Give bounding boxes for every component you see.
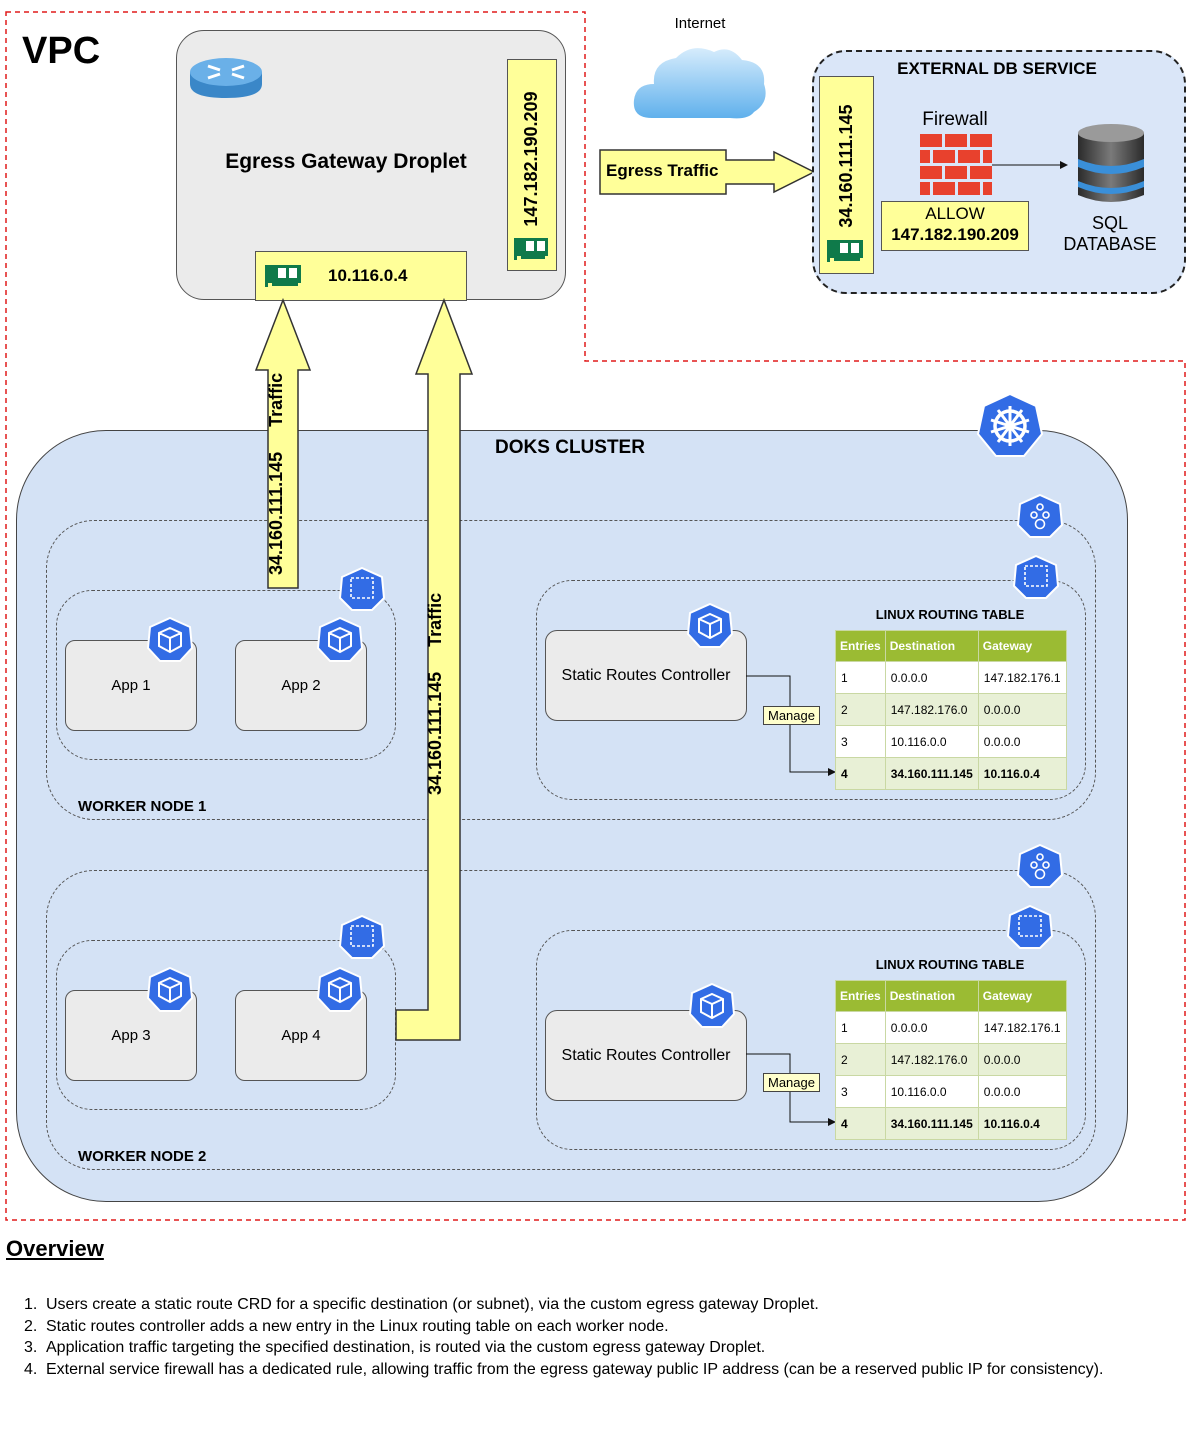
kubernetes-pod-icon: [1012, 554, 1060, 599]
cluster-title: DOKS CLUSTER: [495, 437, 645, 458]
kubernetes-cube-icon: [146, 966, 194, 1012]
traffic-arrow-1-text: Traffic: [266, 372, 286, 427]
list-item: Application traffic targeting the specif…: [24, 1337, 1126, 1359]
list-item: Static routes controller adds a new entr…: [24, 1316, 1126, 1338]
allow-ip: 147.182.190.209: [891, 225, 1019, 244]
firewall-icon: [920, 134, 992, 195]
egress-traffic-arrow: [599, 149, 816, 195]
traffic-arrow-2-text: Traffic: [425, 592, 445, 647]
manage-connector-1: [746, 675, 836, 776]
traffic-arrow-1-ip: 34.160.111.145: [266, 451, 286, 575]
routing-table-title-2: LINUX ROUTING TABLE: [875, 957, 1025, 972]
droplet-public-nic: [507, 59, 557, 271]
controller-pod-group-2: [536, 930, 1086, 1150]
routing-table-title-1: LINUX ROUTING TABLE: [875, 607, 1025, 622]
col-destination: Destination: [884, 630, 979, 662]
traffic-arrow-2-ip: 34.160.111.145: [425, 671, 445, 795]
traffic-arrow-1-label: 34.160.111.145 Traffic: [266, 373, 306, 575]
kubernetes-cube-icon: [316, 616, 364, 662]
firewall-to-db-arrow: [992, 161, 1068, 169]
col-gateway: Gateway: [977, 630, 1067, 662]
kubernetes-pod-icon: [338, 914, 386, 959]
traffic-arrow-2-label: 34.160.111.145 Traffic: [425, 593, 465, 795]
firewall-label: Firewall: [922, 109, 988, 130]
internet-label: Internet: [674, 15, 726, 32]
database-label-line1: SQL: [1091, 213, 1129, 233]
kubernetes-cube-icon: [688, 982, 736, 1028]
controller-pod-group-1: [536, 580, 1086, 800]
overview-list: Users create a static route CRD for a sp…: [24, 1294, 1126, 1381]
allow-label: ALLOW: [925, 204, 985, 223]
kubernetes-cube-icon: [146, 616, 194, 662]
traffic-arrow-2: [395, 298, 474, 1041]
kubernetes-pod-icon: [338, 566, 386, 611]
col-gateway: Gateway: [977, 980, 1067, 1012]
kubernetes-wheel-icon: [976, 392, 1044, 457]
egress-traffic-label: Egress Traffic: [606, 161, 719, 180]
overview-title: Overview: [6, 1236, 104, 1261]
nic-icon: [265, 265, 301, 287]
worker-node-2: [46, 870, 1096, 1170]
col-entries: Entries: [835, 630, 886, 662]
droplet-private-ip: 10.116.0.4: [328, 266, 408, 285]
worker-node-1-label: WORKER NODE 1: [78, 798, 207, 815]
kubernetes-cube-icon: [686, 602, 734, 648]
worker-node-1: [46, 520, 1096, 820]
vpc-boundary: [5, 11, 1186, 1221]
col-destination: Destination: [884, 980, 979, 1012]
kubernetes-cube-icon: [316, 966, 364, 1012]
external-db-title: EXTERNAL DB SERVICE: [897, 59, 1097, 78]
firewall-allow-rule: ALLOW 147.182.190.209: [881, 201, 1029, 251]
traffic-arrow-1: [254, 298, 312, 589]
droplet-public-ip: 147.182.190.209: [521, 91, 541, 227]
cloud-icon: [633, 48, 766, 119]
router-icon: [190, 58, 262, 98]
list-item: External service firewall has a dedicate…: [24, 1359, 1126, 1381]
app-pod-group-1: [56, 590, 396, 760]
database-label-line2: DATABASE: [1063, 234, 1157, 254]
col-entries: Entries: [835, 980, 886, 1012]
vpc-title: VPC: [22, 30, 101, 72]
database-icon: [1078, 124, 1144, 202]
nic-icon: [827, 240, 863, 262]
droplet-title: Egress Gateway Droplet: [225, 150, 467, 173]
kubernetes-pod-icon: [1006, 904, 1054, 949]
kubernetes-node-icon: [1016, 493, 1064, 538]
external-ip: 34.160.111.145: [836, 104, 856, 228]
kubernetes-node-icon: [1016, 843, 1064, 888]
manage-label-2: Manage: [763, 1073, 820, 1092]
worker-node-2-label: WORKER NODE 2: [78, 1148, 207, 1165]
nic-icon: [514, 238, 548, 260]
list-item: Users create a static route CRD for a sp…: [24, 1294, 1126, 1316]
manage-label-1: Manage: [763, 706, 820, 725]
